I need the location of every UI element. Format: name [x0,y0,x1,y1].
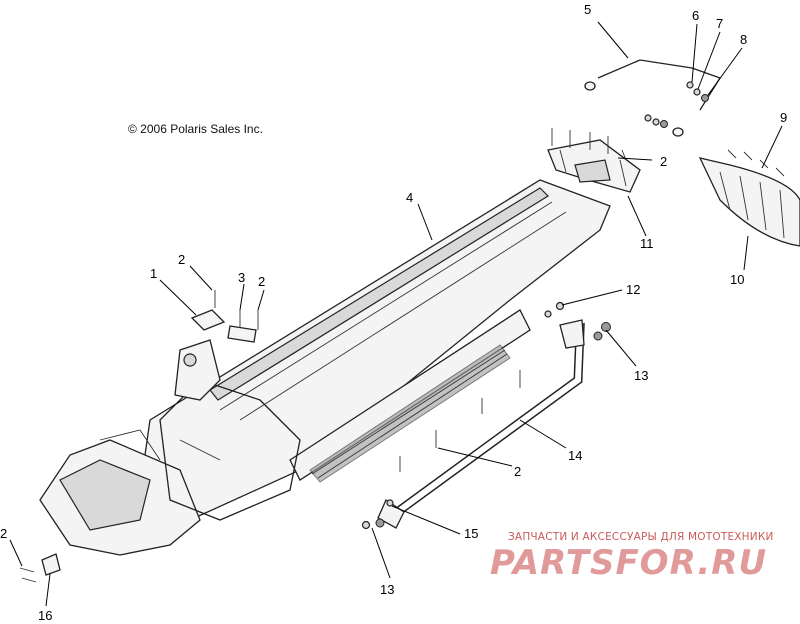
callout-2-top: 2 [178,252,185,267]
watermark: ЗАПЧАСТИ И АКСЕССУАРЫ ДЛЯ МОТОТЕХНИКИ PA… [490,531,774,583]
callout-1: 1 [150,266,157,281]
callout-13-right: 13 [634,368,648,383]
callout-16: 16 [38,608,52,623]
watermark-brand: PARTSFOR.RU [490,543,767,583]
callout-7: 7 [716,16,723,31]
callout-5: 5 [584,2,591,17]
rear-hitch-bracket [547,128,641,193]
tunnel [139,179,611,521]
leader-lines [9,21,783,607]
grab-bar [584,41,758,137]
snow-flap [698,149,800,247]
copyright-text: © 2006 Polaris Sales Inc. [128,122,263,136]
rear-bumper [377,319,585,529]
callout-2-left: 2 [0,526,7,541]
callout-2-hitch: 2 [660,154,667,169]
upper-brackets [190,290,259,343]
grab-bar-hardware [644,81,709,128]
callout-labels: 5 6 7 8 9 2 11 10 4 1 2 3 2 12 13 14 2 1… [0,2,787,623]
hitch-bolts [551,128,627,161]
callout-2-right: 2 [258,274,265,289]
callout-9: 9 [780,110,787,125]
callout-12: 12 [626,282,640,297]
callout-3: 3 [238,270,245,285]
front-chassis [39,339,301,556]
callout-4: 4 [406,190,413,205]
callout-11: 11 [640,236,654,251]
callout-13-bottom: 13 [380,582,394,597]
fasteners [19,301,611,583]
callout-15: 15 [464,526,478,541]
callout-6: 6 [692,8,699,23]
callout-14: 14 [568,448,582,463]
callout-10: 10 [730,272,744,287]
watermark-tagline: ЗАПЧАСТИ И АКСЕССУАРЫ ДЛЯ МОТОТЕХНИКИ [508,531,774,543]
callout-8: 8 [740,32,747,47]
callout-2-mid: 2 [514,464,521,479]
